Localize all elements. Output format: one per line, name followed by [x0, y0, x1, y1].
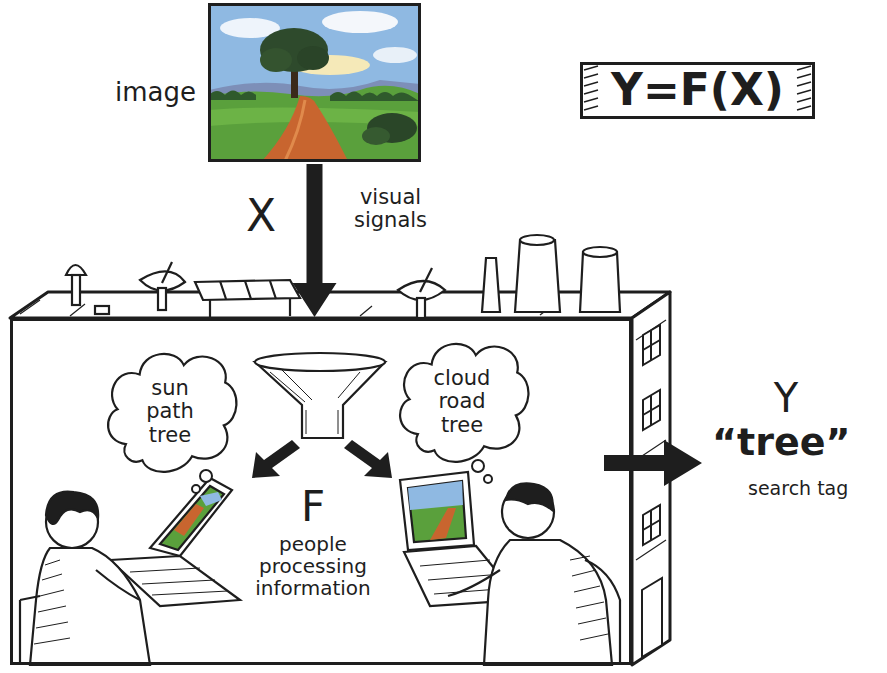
left-worker	[20, 478, 240, 665]
image-label: image	[115, 78, 196, 107]
right-worker	[400, 472, 620, 665]
output-value: “tree”	[712, 422, 850, 464]
rooftop-equipment	[66, 235, 620, 318]
output-caption: search tag	[748, 478, 848, 499]
building-box: Fpeople processing information sun path t…	[10, 318, 632, 665]
thought-tails	[192, 460, 492, 493]
image-frame: image	[208, 3, 421, 162]
split-arrows	[252, 440, 392, 478]
function-caption: people processing information	[255, 533, 370, 599]
landscape-picture	[209, 4, 420, 161]
building-outline	[10, 292, 670, 665]
input-symbol: X	[246, 192, 276, 240]
input-caption: visual signals	[354, 186, 427, 232]
thought-bubble: cloud road tree	[393, 335, 531, 469]
thought-text: sun path tree	[146, 377, 194, 446]
flow-arrow	[293, 164, 337, 317]
building-windows	[642, 325, 662, 657]
function-letter: F	[301, 484, 325, 530]
funnel	[255, 353, 385, 438]
building-hatching	[20, 300, 666, 560]
thought-text: cloud road tree	[434, 367, 491, 436]
output-symbol: Y	[774, 376, 798, 420]
formula-box: Y=F(X)	[580, 62, 815, 119]
output-arrow	[604, 440, 702, 486]
formula-text: Y=F(X)	[611, 66, 784, 114]
thought-bubble: sun path tree	[101, 345, 239, 479]
